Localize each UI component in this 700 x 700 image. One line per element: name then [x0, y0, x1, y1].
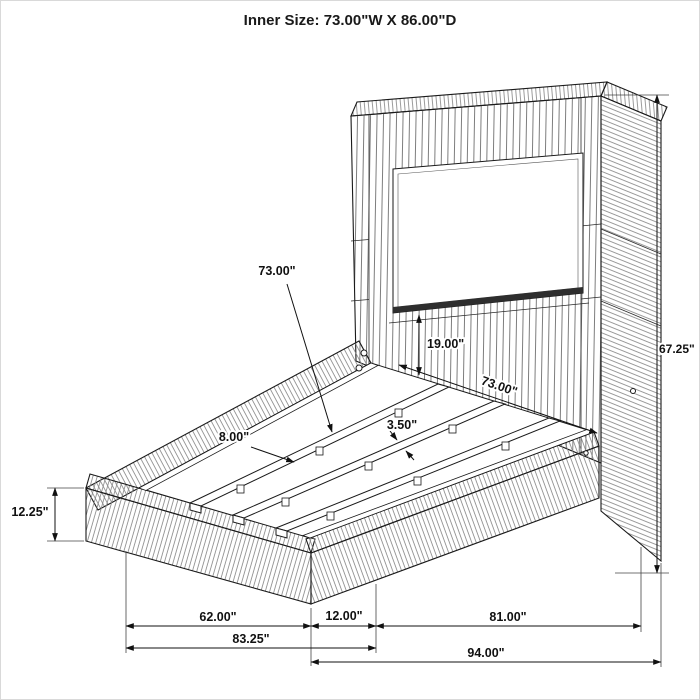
bolt-hole — [360, 349, 368, 357]
diagram-title: Inner Size: 73.00"W X 86.00"D — [244, 12, 457, 29]
headboard-panel — [392, 152, 584, 314]
dim-headboard-height: 67.25" — [605, 94, 697, 574]
band-seam — [600, 228, 662, 255]
panel-ledge-line — [388, 302, 590, 324]
left-cleat — [138, 362, 379, 491]
dim-slat-support-height: 8.00" — [217, 428, 295, 463]
slat-rail-end — [275, 527, 288, 539]
dim-front-corner-offset-label: 12.00" — [325, 609, 362, 623]
bolt-hole — [355, 364, 363, 372]
dim-outer-depth: 94.00" — [310, 644, 662, 665]
panel-light-strip — [393, 287, 583, 313]
dim-front-corner-offset: 12.00" — [310, 607, 377, 629]
bed-drawing — [85, 81, 668, 605]
pillar-seam — [350, 299, 370, 302]
dim-panel-to-deck-label: 19.00" — [427, 337, 464, 351]
right-rail-face — [310, 445, 600, 605]
dim-outer-width: 83.25" — [125, 630, 377, 651]
pillar-seam — [350, 239, 370, 242]
band-seam — [600, 300, 662, 327]
dim-slat-width-label: 3.50" — [387, 418, 417, 432]
slat-foot — [448, 424, 457, 434]
slat-rail-end — [232, 514, 245, 526]
dim-slat-length: 73.00" — [256, 262, 333, 433]
pillar-seam — [580, 223, 602, 227]
slat-rail-end — [189, 502, 202, 514]
dim-slat-width: 3.50" — [385, 416, 419, 461]
dim-slat-support-height-label: 8.00" — [219, 430, 249, 444]
slat-foot — [326, 511, 335, 521]
slat-foot — [281, 497, 290, 507]
slat-foot — [315, 446, 324, 456]
dim-base-height-label: 12.25" — [11, 505, 48, 519]
dim-footboard-inner-width: 62.00" — [125, 608, 312, 629]
headboard-side-band — [600, 95, 662, 563]
slat-foot — [394, 408, 403, 418]
dim-slat-length-label: 73.00" — [258, 264, 295, 278]
dim-footboard-inner-width-label: 62.00" — [199, 610, 236, 624]
bolt-hole — [583, 450, 589, 456]
pillar-seam — [580, 296, 602, 300]
slat-foot — [501, 441, 510, 451]
bolt-hole — [630, 388, 636, 394]
dim-outer-width-label: 83.25" — [232, 632, 269, 646]
slat-foot — [236, 484, 245, 494]
dim-headboard-height-label: 67.25" — [659, 342, 695, 356]
slat-foot — [413, 476, 422, 486]
dim-side-rail-length-label: 81.00" — [489, 610, 526, 624]
slat-foot — [364, 461, 373, 471]
dim-side-rail-length: 81.00" — [375, 608, 642, 629]
dim-outer-depth-label: 94.00" — [467, 646, 504, 660]
dim-base-height: 12.25" — [9, 487, 84, 542]
